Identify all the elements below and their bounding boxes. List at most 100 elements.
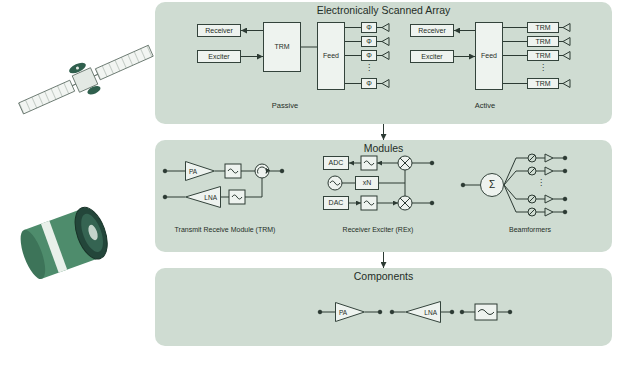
trm-box: TRM bbox=[527, 78, 559, 89]
module-caption: Beamformers bbox=[509, 226, 551, 234]
satellite-illustration-part bbox=[72, 84, 76, 86]
phase-shifter-box: Φ bbox=[361, 78, 377, 89]
module-caption: Transmit Receive Module (TRM) bbox=[175, 226, 276, 234]
receiver-box: Receiver bbox=[197, 24, 241, 37]
ellipsis-mark: ⋮ bbox=[365, 64, 373, 73]
node-label: Receiver bbox=[205, 27, 233, 35]
circle-outline bbox=[481, 174, 504, 197]
trm-wiring-part bbox=[280, 169, 284, 173]
component-wiring-part bbox=[318, 310, 322, 314]
trm-wiring-part bbox=[245, 178, 262, 197]
satellite-dish bbox=[68, 61, 88, 76]
panel-fill bbox=[155, 2, 612, 124]
node-label: LNA bbox=[424, 309, 437, 316]
group-caption: Active bbox=[475, 102, 495, 110]
node-label: TRM bbox=[535, 38, 550, 46]
filter-symbol bbox=[361, 196, 377, 210]
trm-wiring-part bbox=[269, 171, 280, 172]
node-label: Exciter bbox=[208, 53, 229, 61]
antenna-element-part bbox=[377, 80, 389, 88]
trm-wiring-part bbox=[258, 167, 267, 174]
node-label: Φ bbox=[366, 24, 372, 32]
multiplier-box: xN bbox=[355, 176, 379, 190]
illustration bbox=[14, 34, 158, 283]
rex-wiring-part bbox=[400, 198, 410, 208]
component-wiring-part bbox=[450, 310, 454, 314]
triangle-outline bbox=[186, 162, 215, 181]
connector bbox=[383, 124, 384, 140]
panel-title: Electronically Scanned Array bbox=[155, 4, 612, 16]
node-label: TRM bbox=[535, 80, 550, 88]
converter-box: DAC bbox=[323, 196, 349, 210]
connector bbox=[454, 56, 475, 57]
circulator-symbol bbox=[255, 164, 269, 178]
antenna-element-part bbox=[377, 24, 389, 32]
component-wiring-part bbox=[508, 310, 512, 314]
antenna-element-part bbox=[377, 52, 389, 60]
connector bbox=[241, 30, 263, 31]
antenna-illustration bbox=[15, 203, 113, 283]
trm-box: TRM bbox=[527, 36, 559, 47]
phase-attenuator-chain bbox=[516, 154, 567, 162]
module-caption: Receiver Exciter (REx) bbox=[343, 226, 414, 234]
connector bbox=[503, 55, 527, 56]
antenna-element-part bbox=[559, 52, 570, 60]
panel-fill bbox=[155, 268, 612, 346]
filter-symbol bbox=[361, 156, 377, 170]
satellite-illustration-part bbox=[75, 66, 79, 70]
trm-wiring-part bbox=[163, 169, 167, 173]
rex-wiring-part bbox=[430, 201, 434, 205]
trm-wiring-part bbox=[167, 197, 185, 198]
solar-panel bbox=[95, 45, 153, 80]
connector bbox=[301, 47, 317, 48]
trm-wiring-part bbox=[215, 171, 225, 172]
component-wiring-part bbox=[394, 312, 405, 313]
trm-wiring bbox=[163, 164, 284, 204]
node-label: PA bbox=[339, 309, 347, 316]
antenna-illustration-part bbox=[16, 227, 51, 282]
filter-symbol bbox=[475, 304, 497, 320]
phase-attenuator-chain bbox=[516, 167, 567, 175]
antenna-element bbox=[559, 24, 570, 88]
node-label: Φ bbox=[366, 38, 372, 46]
trm-wiring-part bbox=[167, 171, 185, 172]
phase-shifter-box: Φ bbox=[361, 50, 377, 61]
connector bbox=[345, 55, 361, 56]
panel-title: Modules bbox=[155, 142, 612, 154]
antenna-illustration-part bbox=[41, 221, 67, 273]
trm-wiring-part bbox=[241, 171, 255, 172]
node-label: TRM bbox=[274, 43, 289, 51]
array-panel: Electronically Scanned ArrayReceiverExci… bbox=[155, 2, 612, 124]
rex-wiring-part bbox=[400, 158, 410, 168]
rex-wiring-part bbox=[430, 161, 434, 165]
rex-wiring-part bbox=[342, 183, 355, 184]
phase-shifter-box: Φ bbox=[361, 22, 377, 33]
beamformer-wiring-part bbox=[504, 158, 516, 185]
exciter-box: Exciter bbox=[197, 50, 241, 63]
rex-wiring-part bbox=[349, 203, 361, 204]
mixer-symbol bbox=[398, 196, 412, 210]
antenna-illustration-part bbox=[87, 224, 100, 242]
panel-fill bbox=[155, 140, 612, 252]
trm-wiring-part bbox=[163, 195, 167, 199]
connector bbox=[503, 27, 527, 28]
beamformer-wiring-part bbox=[461, 183, 465, 187]
oscillator-symbol bbox=[328, 176, 342, 190]
node-label: Feed bbox=[481, 52, 497, 60]
component-wiring-part bbox=[497, 312, 508, 313]
phase-attenuator-chain bbox=[516, 195, 567, 203]
solar-panel bbox=[19, 80, 75, 114]
node-label: DAC bbox=[329, 199, 344, 207]
connector bbox=[345, 83, 361, 84]
satellite-illustration bbox=[14, 34, 158, 123]
node-label: ADC bbox=[329, 159, 344, 167]
feed-box: Feed bbox=[475, 22, 503, 90]
node-label: LNA bbox=[204, 194, 217, 201]
antenna-element-part bbox=[377, 38, 389, 46]
components-panel: ComponentsPALNA bbox=[155, 268, 612, 346]
node-label: Receiver bbox=[418, 27, 446, 35]
beamformer-wiring-part bbox=[504, 185, 516, 212]
ellipsis-mark: ⋮ bbox=[539, 64, 547, 73]
trm-box: TRM bbox=[527, 50, 559, 61]
